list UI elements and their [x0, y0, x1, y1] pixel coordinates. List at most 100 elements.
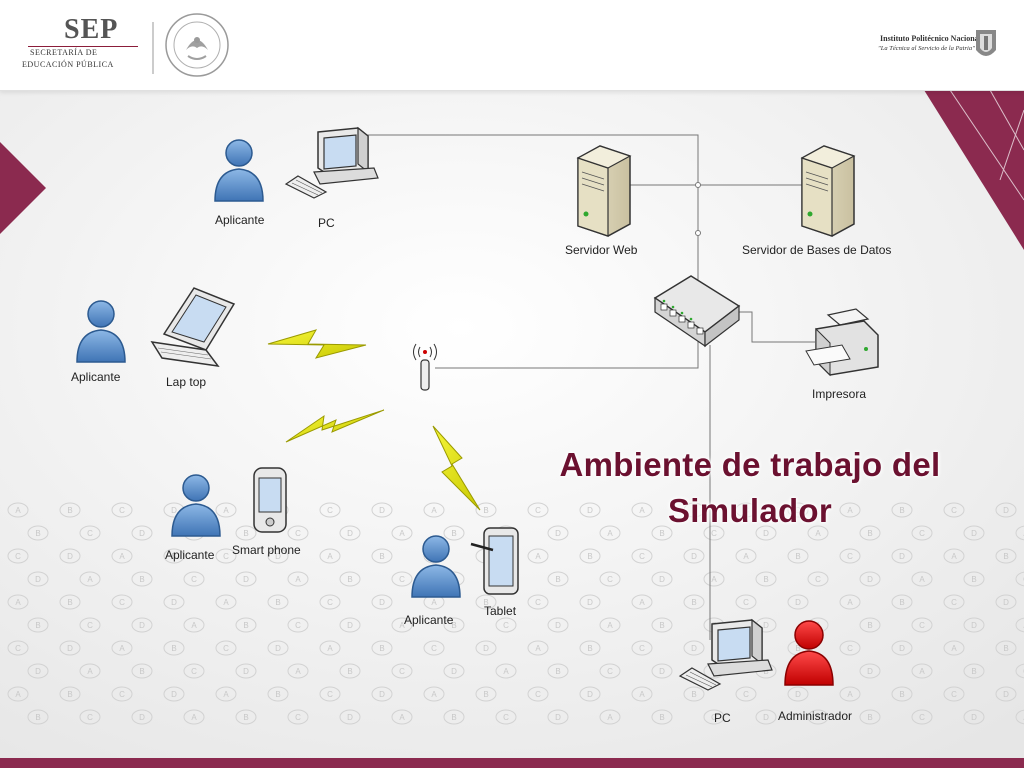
svg-text:A: A	[223, 506, 229, 515]
svg-text:C: C	[223, 644, 229, 653]
svg-text:C: C	[535, 598, 541, 607]
sep-logo: SEP SECRETARÍA DE EDUCACIÓN PÚBLICA	[22, 14, 147, 76]
svg-text:A: A	[639, 598, 645, 607]
svg-text:D: D	[659, 575, 665, 584]
svg-text:C: C	[951, 598, 957, 607]
svg-text:C: C	[951, 506, 957, 515]
svg-text:C: C	[711, 713, 717, 722]
svg-text:C: C	[191, 667, 197, 676]
pc-admin-icon	[679, 619, 773, 691]
svg-text:D: D	[795, 598, 801, 607]
svg-text:C: C	[295, 529, 301, 538]
svg-text:C: C	[535, 506, 541, 515]
svg-text:B: B	[659, 621, 664, 630]
svg-text:C: C	[15, 552, 21, 561]
svg-text:C: C	[919, 713, 925, 722]
svg-text:A: A	[191, 621, 197, 630]
slide-title: Ambiente de trabajo del Simulador	[540, 442, 960, 534]
svg-text:D: D	[67, 644, 73, 653]
svg-text:C: C	[607, 667, 613, 676]
svg-text:D: D	[347, 529, 353, 538]
svg-text:A: A	[87, 575, 93, 584]
svg-text:D: D	[451, 667, 457, 676]
svg-text:D: D	[1003, 690, 1009, 699]
header-divider	[152, 22, 154, 74]
svg-text:B: B	[483, 690, 488, 699]
svg-text:B: B	[659, 713, 664, 722]
svg-text:B: B	[899, 598, 904, 607]
svg-text:D: D	[243, 667, 249, 676]
svg-text:C: C	[535, 690, 541, 699]
svg-text:A: A	[191, 713, 197, 722]
svg-text:D: D	[587, 690, 593, 699]
svg-text:D: D	[659, 667, 665, 676]
svg-text:D: D	[691, 644, 697, 653]
svg-text:B: B	[35, 621, 40, 630]
aplicante-tablet-label: Aplicante	[404, 613, 454, 627]
svg-text:B: B	[275, 690, 280, 699]
svg-text:C: C	[87, 713, 93, 722]
svg-text:D: D	[1003, 598, 1009, 607]
svg-text:A: A	[15, 506, 21, 515]
svg-text:D: D	[899, 552, 905, 561]
svg-text:D: D	[867, 667, 873, 676]
svg-text:C: C	[295, 621, 301, 630]
svg-text:A: A	[847, 506, 853, 515]
svg-text:B: B	[555, 667, 560, 676]
sep-logo-line2: EDUCACIÓN PÚBLICA	[22, 60, 114, 69]
administrador-icon	[784, 620, 834, 686]
svg-text:B: B	[691, 690, 696, 699]
ipn-logo: Instituto Politécnico Nacional "La Técni…	[870, 28, 1000, 66]
svg-text:B: B	[451, 621, 456, 630]
svg-text:A: A	[327, 552, 333, 561]
svg-text:A: A	[607, 713, 613, 722]
svg-text:D: D	[67, 552, 73, 561]
svg-text:A: A	[119, 644, 125, 653]
svg-text:B: B	[171, 552, 176, 561]
svg-text:D: D	[275, 552, 281, 561]
svg-text:A: A	[847, 690, 853, 699]
svg-text:C: C	[119, 598, 125, 607]
smartphone-icon	[253, 467, 287, 533]
svg-text:B: B	[1003, 552, 1008, 561]
svg-text:C: C	[639, 644, 645, 653]
svg-text:A: A	[815, 713, 821, 722]
svg-text:C: C	[223, 552, 229, 561]
left-accent-shape	[0, 142, 46, 234]
svg-text:D: D	[171, 690, 177, 699]
bottom-accent-bar	[0, 758, 1024, 768]
svg-text:B: B	[35, 713, 40, 722]
svg-text:A: A	[951, 552, 957, 561]
svg-text:C: C	[119, 506, 125, 515]
tablet-icon	[470, 527, 519, 595]
svg-text:A: A	[535, 552, 541, 561]
svg-text:B: B	[347, 575, 352, 584]
pc-top-label: PC	[318, 216, 335, 230]
svg-text:A: A	[327, 644, 333, 653]
svg-text:B: B	[243, 713, 248, 722]
svg-text:B: B	[971, 575, 976, 584]
svg-text:D: D	[275, 644, 281, 653]
ipn-emblem-icon	[976, 30, 996, 56]
impresora-label: Impresora	[812, 387, 867, 401]
connection-lines	[360, 134, 815, 640]
svg-text:C: C	[87, 621, 93, 630]
svg-text:D: D	[763, 621, 769, 630]
svg-text:D: D	[171, 506, 177, 515]
svg-text:B: B	[867, 713, 872, 722]
svg-text:C: C	[711, 529, 717, 538]
svg-text:C: C	[919, 621, 925, 630]
svg-text:B: B	[555, 575, 560, 584]
svg-text:B: B	[35, 529, 40, 538]
slide-title-line2: Simulador	[667, 492, 833, 529]
svg-text:A: A	[15, 598, 21, 607]
aplicante-pc-label: Aplicante	[215, 213, 265, 227]
svg-text:A: A	[951, 644, 957, 653]
svg-text:C: C	[431, 644, 437, 653]
svg-text:A: A	[815, 529, 821, 538]
svg-text:B: B	[67, 598, 72, 607]
svg-text:A: A	[431, 690, 437, 699]
svg-text:C: C	[327, 690, 333, 699]
slide-title-line1: Ambiente de trabajo del	[559, 446, 941, 483]
answer-sheet-pattern: A B C D A B C D A B C D A B C D A B C D B C D A B C D A B C D A B C D A B C D A…	[7, 502, 1024, 725]
